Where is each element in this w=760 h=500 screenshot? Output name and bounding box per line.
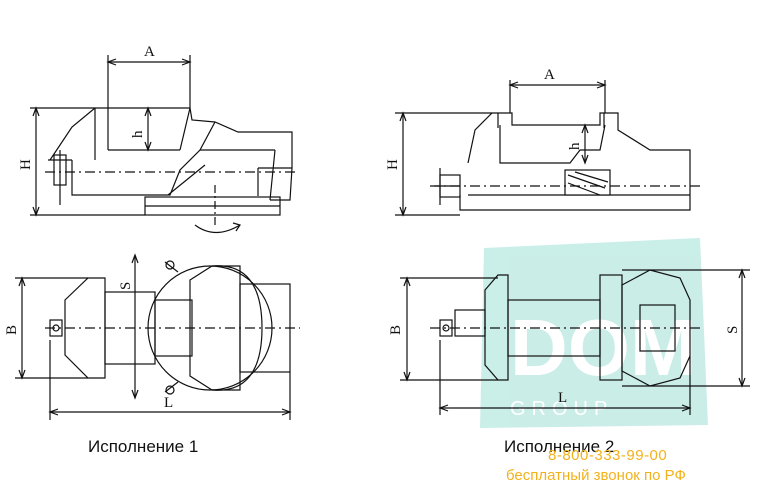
vise-2-side-view [395, 80, 700, 217]
watermark-logo: DOM GROUP [480, 238, 708, 428]
watermark-free-call: бесплатный звонок по РФ [506, 467, 686, 484]
watermark-phone: 8-800-333-99-00 [548, 447, 668, 464]
vise-2-top-view [400, 268, 750, 415]
dim-label-small-h-2: h [567, 142, 583, 150]
dim-label-h-1: H [18, 159, 34, 170]
dim-label-b-1: B [4, 325, 20, 335]
dim-label-l-1: L [164, 395, 173, 411]
svg-text:GROUP: GROUP [510, 398, 613, 420]
dim-label-s-1: S [118, 282, 134, 290]
caption-version-1: Исполнение 1 [88, 437, 198, 456]
vise-1-top-view [15, 253, 300, 420]
vise-1-side-view [30, 55, 295, 234]
caption-version-2: Исполнение 2 [504, 437, 614, 456]
dim-label-b-2: B [388, 325, 404, 335]
svg-text:DOM: DOM [510, 303, 697, 392]
dim-label-l-2: L [558, 390, 567, 406]
dim-label-small-h-1: h [130, 130, 146, 138]
dim-label-a-2: A [544, 67, 555, 83]
dim-label-a-1: A [144, 44, 155, 60]
dim-label-h-2: H [385, 159, 401, 170]
dim-label-s-2: S [725, 326, 741, 334]
